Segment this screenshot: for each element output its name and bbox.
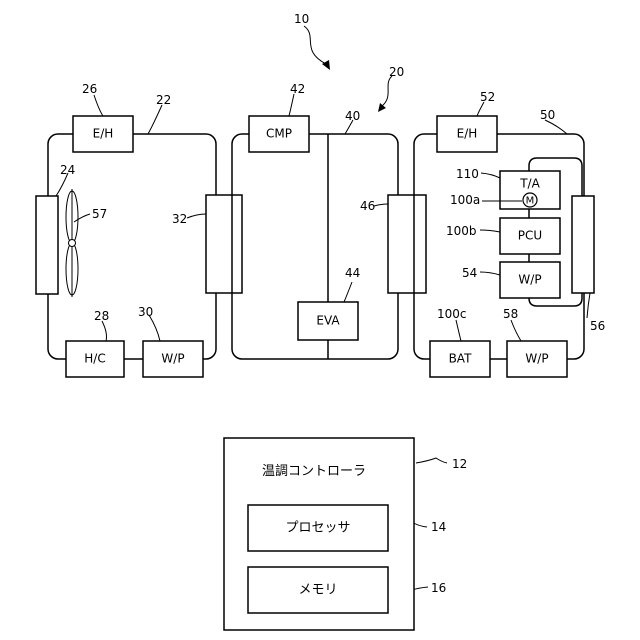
hx-32 — [206, 195, 242, 293]
ref-pcu: 100b — [446, 224, 477, 238]
ref-hc: 28 — [94, 309, 109, 323]
ref-eh-right: 52 — [480, 90, 495, 104]
ref-ta: 110 — [456, 167, 479, 181]
cmp-label: CMP — [266, 127, 292, 141]
radiator — [36, 196, 58, 294]
ref-circuit-50: 50 — [540, 108, 555, 122]
controller-title: 温調コントローラ — [262, 464, 366, 479]
fan-icon — [66, 189, 78, 297]
ref-wp-mid: 54 — [462, 266, 477, 280]
processor-label: プロセッサ — [285, 521, 350, 536]
ref-circuit-22: 22 — [156, 93, 171, 107]
eh-right-label: E/H — [457, 127, 478, 141]
memory-label: メモリ — [298, 583, 337, 598]
ref-controller: 12 — [452, 457, 467, 471]
ref-wp-left: 30 — [138, 305, 153, 319]
eh-left-label: E/H — [93, 127, 114, 141]
ref-bat: 100c — [437, 307, 467, 321]
circuit-40: CMP EVA — [232, 116, 426, 359]
hx-56 — [572, 196, 594, 293]
wp-mid-label: W/P — [518, 273, 541, 287]
eva-label: EVA — [316, 314, 340, 328]
ref-hx-32: 32 — [172, 212, 187, 226]
ref-wp-right: 58 — [503, 307, 518, 321]
ref-hx-56: 56 — [590, 319, 605, 333]
hc-label: H/C — [84, 352, 105, 366]
circuit-22: E/H H/C W/P — [36, 116, 242, 377]
motor-label: M — [526, 196, 535, 207]
ref-eva: 44 — [345, 266, 360, 280]
pcu-label: PCU — [518, 229, 542, 243]
ta-label: T/A — [519, 177, 540, 191]
ref-circuit-20: 20 — [389, 65, 404, 79]
ref-memory: 16 — [431, 581, 446, 595]
hx-46 — [388, 195, 426, 293]
ref-hx-46: 46 — [360, 199, 375, 213]
ref-system: 10 — [294, 12, 309, 26]
ref-radiator: 24 — [60, 163, 75, 177]
ref-eh-left: 26 — [82, 82, 97, 96]
wp-left-label: W/P — [161, 352, 184, 366]
ref-fan: 57 — [92, 207, 107, 221]
wp-right-label: W/P — [525, 352, 548, 366]
controller: 温調コントローラ プロセッサ メモリ — [224, 438, 414, 630]
ref-processor: 14 — [431, 520, 446, 534]
circuit-50: E/H T/A M PCU W/P BAT W/P — [414, 116, 594, 377]
ref-cmp: 42 — [290, 82, 305, 96]
bat-label: BAT — [449, 352, 473, 366]
ref-motor: 100a — [450, 193, 480, 207]
ref-circuit-40: 40 — [345, 109, 360, 123]
